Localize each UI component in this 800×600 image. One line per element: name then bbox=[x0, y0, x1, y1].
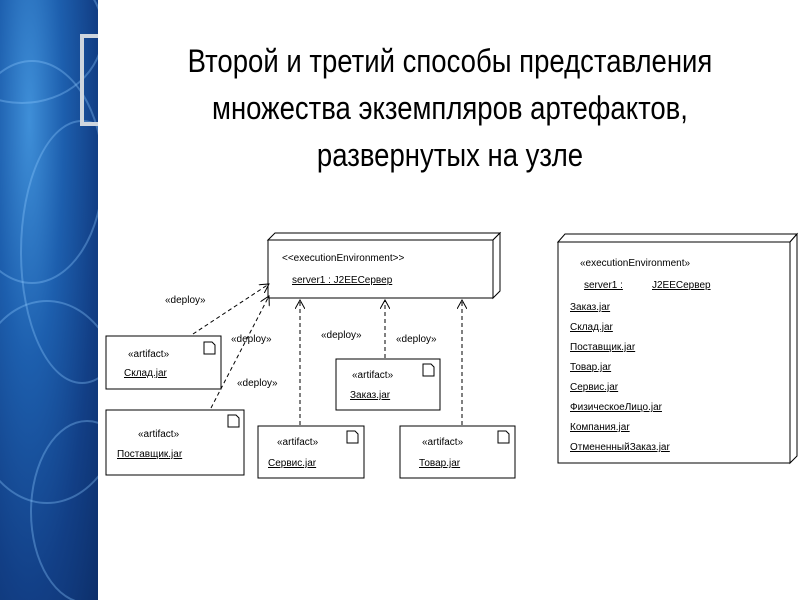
artifact-stereotype: «artifact» bbox=[128, 349, 170, 360]
artifact-name: Склад.jar bbox=[124, 368, 168, 379]
artifact-list-item: Заказ.jar bbox=[570, 302, 611, 313]
execution-environment-node: <<executionEnvironment>> server1 : J2EEС… bbox=[266, 231, 502, 300]
title-bracket bbox=[80, 34, 98, 126]
slide-title: Второй и третий способы представления мн… bbox=[158, 38, 743, 179]
artifact-sklad: «artifact» Склад.jar bbox=[105, 335, 222, 390]
artifact-servis: «artifact» Сервис.jar bbox=[257, 425, 365, 479]
node-name: server1 : J2EEСервер bbox=[292, 275, 393, 286]
artifact-document-icon bbox=[203, 341, 216, 355]
artifact-stereotype: «artifact» bbox=[352, 370, 394, 381]
artifact-stereotype: «artifact» bbox=[277, 437, 319, 448]
deploy-label: «deploy» bbox=[321, 330, 362, 341]
artifact-tovar: «artifact» Товар.jar bbox=[399, 425, 516, 479]
artifact-stereotype: «artifact» bbox=[138, 429, 180, 440]
artifact-name: Поставщик.jar bbox=[117, 449, 183, 460]
artifact-document-icon bbox=[346, 430, 359, 444]
title-line-2: множества экземпляров артефактов, bbox=[212, 90, 688, 126]
deploy-label: «deploy» bbox=[237, 378, 278, 389]
title-line-1: Второй и третий способы представления bbox=[187, 43, 713, 79]
artifact-list-item: Компания.jar bbox=[570, 422, 630, 433]
artifact-list-item: ОтмененныйЗаказ.jar bbox=[570, 442, 670, 453]
artifact-postavschik: «artifact» Поставщик.jar bbox=[105, 409, 245, 476]
artifact-list-item: Сервис.jar bbox=[570, 382, 619, 393]
node-stereotype: <<executionEnvironment>> bbox=[282, 253, 404, 264]
artifact-list-item: ФизическоеЛицо.jar bbox=[570, 402, 663, 413]
deploy-arrow bbox=[210, 296, 269, 409]
title-line-3: развернутых на узле bbox=[316, 137, 584, 173]
node-name-right: J2EEСервер bbox=[652, 280, 711, 291]
artifact-list-item: Поставщик.jar bbox=[570, 342, 636, 353]
artifact-document-icon bbox=[227, 414, 240, 428]
node-name-left: server1 : bbox=[584, 280, 623, 291]
artifact-document-icon bbox=[497, 430, 510, 444]
left-deployment-diagram: <<executionEnvironment>> server1 : J2EEС… bbox=[105, 231, 516, 479]
artifact-zakaz: «artifact» Заказ.jar bbox=[335, 358, 441, 411]
artifact-document-icon bbox=[422, 363, 435, 377]
deploy-label: «deploy» bbox=[396, 334, 437, 345]
artifact-name: Заказ.jar bbox=[350, 390, 391, 401]
deploy-arrow bbox=[192, 284, 269, 335]
deploy-label: «deploy» bbox=[231, 334, 272, 345]
artifact-name: Сервис.jar bbox=[268, 458, 317, 469]
node-stereotype: «executionEnvironment» bbox=[580, 258, 691, 269]
artifact-stereotype: «artifact» bbox=[422, 437, 464, 448]
artifact-list-item: Товар.jar bbox=[570, 362, 612, 373]
deploy-label: «deploy» bbox=[165, 295, 206, 306]
artifact-list: Заказ.jar Склад.jar Поставщик.jar Товар.… bbox=[570, 302, 670, 453]
artifact-name: Товар.jar bbox=[419, 458, 461, 469]
right-deployment-diagram: «executionEnvironment» server1 : J2EEСер… bbox=[556, 232, 799, 465]
artifact-list-item: Склад.jar bbox=[570, 322, 614, 333]
